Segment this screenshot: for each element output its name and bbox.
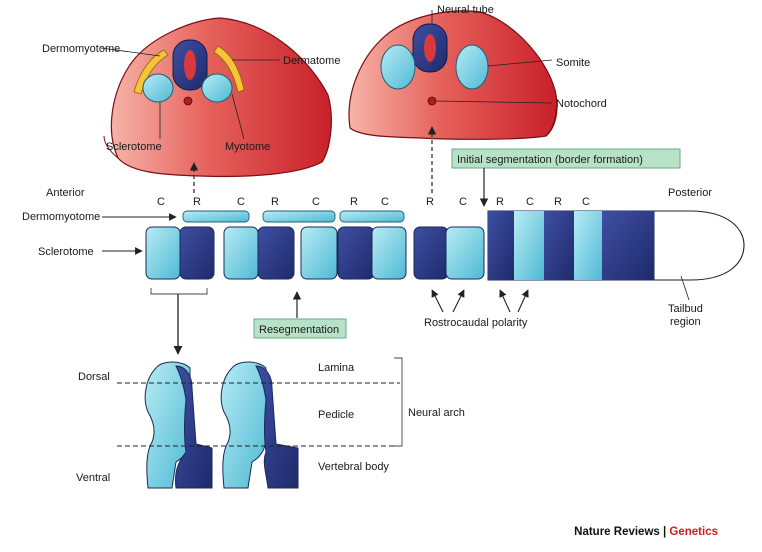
label-rostrocaudal: Rostrocaudal polarity [424, 317, 528, 329]
rc-letter: C [312, 196, 320, 208]
vertebra-right [220, 361, 299, 489]
label-notochord: Notochord [556, 98, 607, 110]
rc-letter: R [426, 196, 434, 208]
label-anterior: Anterior [46, 187, 85, 199]
dermomyotome-right [213, 45, 245, 93]
resegmentation-box [253, 318, 347, 339]
cross-section-differentiated [103, 17, 332, 178]
rc-letter: C [459, 196, 467, 208]
rc-letter: R [350, 196, 358, 208]
label-tailbud: Tailbud [668, 303, 703, 315]
rc-letter: C [381, 196, 389, 208]
label-dermatome: Dermatome [283, 55, 340, 67]
notochord-left [183, 96, 193, 106]
presomitic-mesoderm [487, 210, 745, 281]
label-ventral: Ventral [76, 472, 110, 484]
label-somite: Somite [556, 57, 590, 69]
vertebra-left [144, 361, 213, 489]
label-neural-tube: Neural tube [437, 4, 494, 16]
rc-letter: R [496, 196, 504, 208]
rc-letter: C [582, 196, 590, 208]
initial-segmentation-label: Initial segmentation (border formation) [457, 154, 643, 166]
polarity-arrows [431, 289, 529, 313]
label-dorsal: Dorsal [78, 371, 110, 383]
resegmentation-label: Resegmentation [259, 324, 339, 336]
rc-letter-row: C R C R C R C R C R C R C [157, 196, 590, 208]
rc-letter: R [193, 196, 201, 208]
label-dermomyotome-row: Dermomyotome [22, 211, 100, 223]
rc-letter: R [271, 196, 279, 208]
label-sclerotome-top: Sclerotome [106, 141, 162, 153]
label-pedicle: Pedicle [318, 409, 354, 421]
sclerotome-blocks [145, 226, 485, 280]
somite-left [380, 44, 416, 90]
notochord-right [427, 96, 437, 106]
label-sclerotome-row: Sclerotome [38, 246, 94, 258]
rc-letter: R [554, 196, 562, 208]
credit-section: Genetics [669, 526, 718, 538]
initial-segmentation-box [451, 148, 681, 169]
rc-letter: C [157, 196, 165, 208]
label-vertebral-body: Vertebral body [318, 461, 389, 473]
somite-right [455, 44, 489, 90]
label-myotome: Myotome [225, 141, 270, 153]
label-tailbud-region: region [670, 316, 701, 328]
top-labels [100, 10, 553, 140]
label-posterior: Posterior [668, 187, 712, 199]
credit-separator: | [663, 526, 667, 538]
dermomyotome-bars [182, 210, 405, 223]
label-dermomyotome-top: Dermomyotome [42, 43, 120, 55]
sclerotome-left-a [142, 73, 174, 103]
credit-journal: Nature Reviews [574, 526, 660, 538]
label-lamina: Lamina [318, 362, 355, 374]
rc-letter: C [237, 196, 245, 208]
cross-section-somite [348, 10, 558, 140]
label-neural-arch: Neural arch [408, 407, 465, 419]
credit-line: Nature Reviews | Genetics [574, 526, 718, 538]
sclerotome-left-b [201, 73, 233, 103]
rc-letter: C [526, 196, 534, 208]
